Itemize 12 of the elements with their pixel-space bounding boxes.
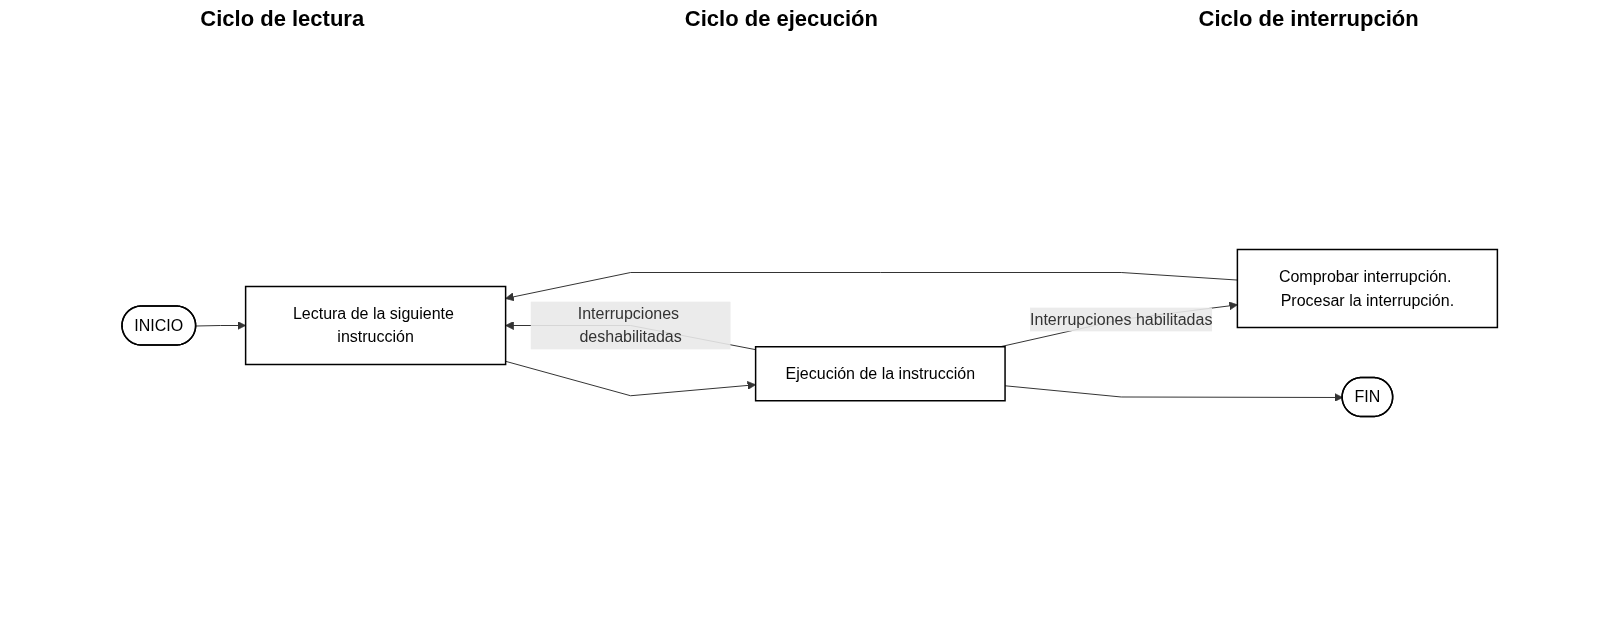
cycle-heading: Ciclo de interrupción — [1198, 6, 1419, 32]
edge-label: Interrupciones deshabilitadas — [577, 304, 682, 346]
cycle-heading: Ciclo de lectura — [200, 6, 365, 32]
node-box: Lectura de la siguiente instrucción — [244, 285, 507, 366]
cycle-heading: Ciclo de ejecución — [684, 6, 878, 32]
arrow — [195, 321, 246, 330]
edge-label: Interrupciones habilitadas — [1029, 310, 1213, 328]
arrow — [504, 360, 756, 397]
node-box: Ejecución de la instrucción — [754, 346, 1006, 402]
node-box: Comprobar interrupción. Procesar la interrupción. — [1236, 248, 1498, 329]
arrow — [1004, 385, 1343, 402]
arrow — [505, 272, 1238, 302]
